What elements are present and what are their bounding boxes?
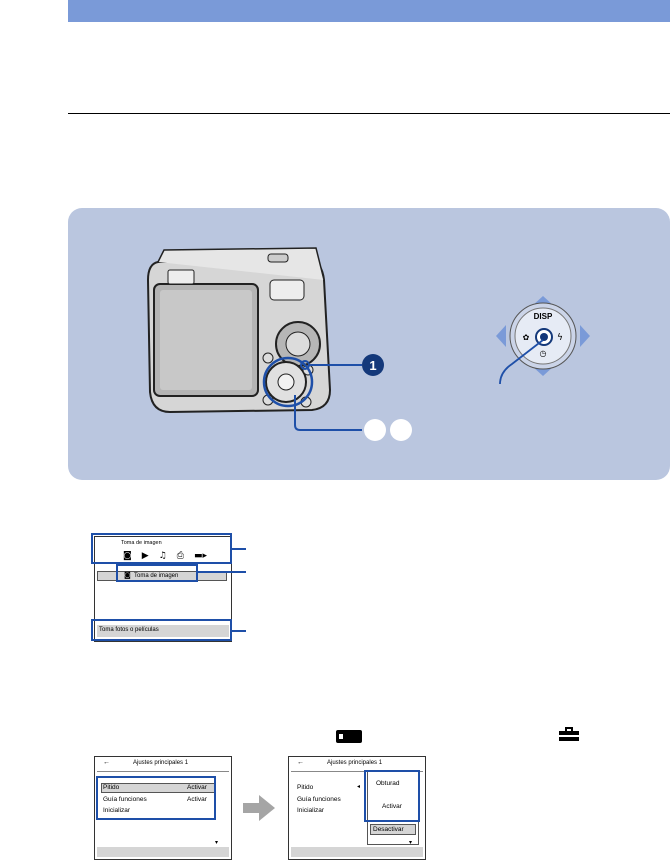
option-item[interactable]: Obturad [376,780,400,787]
settings-title: Ajustes principales 1 [133,760,189,766]
flash-icon: ϟ [557,333,563,343]
settings-screen-2: ← Ajustes principales 1 Pitido ◂ Guía fu… [288,756,426,860]
category-title: Toma de imagen [121,540,162,546]
item-callout-line [198,571,246,573]
scroll-down-icon[interactable]: ▾ [409,840,413,846]
guide-callout-line [232,630,246,632]
settings-rows-highlight [96,776,216,820]
left-arrow-icon: ◂ [357,784,361,790]
row-label: Pitido [103,784,120,791]
row-value: Activar [187,796,207,803]
music-note-icon[interactable]: ♫ [158,551,167,561]
step-marker-blank-a [364,419,386,441]
memory-card-icon [336,730,362,743]
settings-title: Ajustes principales 1 [327,760,383,766]
row-label[interactable]: Guía funciones [297,796,341,803]
camera-illustration [146,247,332,414]
option-selected[interactable]: Desactivar [370,824,416,835]
option-menu-highlight [364,770,420,822]
memory-card-icon[interactable]: ▬▸ [193,551,207,561]
category-callout-line [232,548,246,550]
status-bar [291,847,423,857]
row-label[interactable]: Inicializar [103,807,131,814]
step-marker-1: 1 [362,354,384,376]
section-rule [68,113,670,114]
next-arrow-icon [243,795,275,821]
camera-small-icon: ◙ [124,571,131,579]
category-highlight [91,533,232,564]
row-value: Activar [187,784,207,791]
macro-icon: ✿ [523,333,530,342]
play-icon[interactable]: ▶ [141,551,149,561]
camera-icon[interactable]: ◙ [123,551,132,561]
self-timer-icon: ◷ [540,349,547,358]
item-highlight [116,564,198,582]
settings-screen-1: ← Ajustes principales 1 Pitido Activar G… [94,756,232,860]
row-label[interactable]: Guía funciones [103,796,147,803]
disp-label: DISP [534,312,553,321]
status-bar [97,847,229,857]
guide-bar: Toma fotos o películas [97,625,229,637]
category-icon-row: ◙ ▶ ♫ ⎙ ▬▸ [123,551,207,561]
selected-item-label: Toma de imagen [134,573,179,579]
option-item[interactable]: Activar [382,803,402,810]
option-menu: Obturad Activar Desactivar [367,771,419,845]
row-label[interactable]: Inicializar [297,807,325,814]
print-icon[interactable]: ⎙ [176,551,184,561]
option-item: Desactivar [373,826,404,833]
step-marker-blank-b [390,419,412,441]
header-bar [68,0,670,22]
back-arrow-icon[interactable]: ← [103,759,110,766]
toolbox-icon [559,727,579,741]
row-label[interactable]: Pitido [297,784,314,791]
scroll-down-icon[interactable]: ▾ [215,840,219,846]
control-button-diagram: DISP ✿ ϟ ◷ [496,296,590,385]
callout-lines [294,364,362,431]
guide-highlight [91,619,232,641]
back-arrow-icon[interactable]: ← [297,759,304,766]
home-screen: Toma de imagen ◙ ▶ ♫ ⎙ ▬▸ Toma de imagen… [94,536,232,642]
guide-text: Toma fotos o películas [99,627,159,633]
